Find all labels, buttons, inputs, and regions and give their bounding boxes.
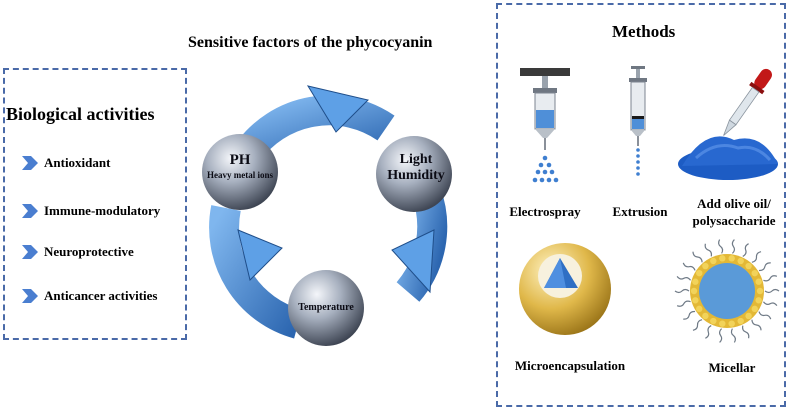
bio-item-label: Immune-modulatory bbox=[44, 203, 161, 218]
surfactant-head bbox=[710, 257, 717, 265]
surfactant-head bbox=[737, 317, 744, 325]
sphere-temperature bbox=[288, 270, 364, 346]
microencapsulation-label: Microencapsulation bbox=[514, 358, 626, 373]
extrusion-icon bbox=[629, 66, 647, 176]
dropper-powder-icon bbox=[678, 68, 778, 180]
surfactant-head bbox=[690, 287, 698, 295]
surfactant-head bbox=[755, 278, 762, 285]
chevron-right-icon bbox=[22, 204, 38, 218]
surfactant-head bbox=[702, 312, 709, 320]
surfactant-tail bbox=[758, 262, 771, 272]
surfactant-head bbox=[696, 269, 703, 277]
surfactant-tail bbox=[741, 325, 750, 339]
surfactant-tail bbox=[762, 301, 778, 307]
sphere-light-label: Light Humidity bbox=[378, 152, 454, 184]
surfactant-tail bbox=[676, 275, 692, 281]
surfactant-tail bbox=[764, 288, 780, 294]
microcapsule-icon bbox=[519, 243, 611, 335]
olive-oil-line1: Add olive oil/ bbox=[697, 196, 771, 211]
sphere-temperature-label: Temperature bbox=[286, 302, 366, 313]
micellar-label: Micellar bbox=[708, 360, 756, 375]
surfactant-head bbox=[751, 269, 758, 277]
surfactant-head bbox=[702, 262, 709, 270]
bio-item-antioxidant: Antioxidant bbox=[22, 153, 110, 173]
bio-item-neuroprotective: Neuroprotective bbox=[22, 242, 134, 262]
surfactant-head bbox=[719, 320, 726, 327]
surfactant-head bbox=[696, 305, 703, 313]
sphere-light bbox=[376, 136, 452, 212]
biological-activities-frame bbox=[3, 68, 187, 340]
surfactant-tail bbox=[676, 300, 691, 307]
humidity-text: Humidity bbox=[387, 168, 445, 183]
surfactant-tail bbox=[683, 310, 696, 320]
olive-oil-line2: polysaccharide bbox=[692, 213, 776, 228]
surfactant-head bbox=[756, 287, 764, 295]
surfactant-tail bbox=[731, 239, 736, 254]
sphere-ph bbox=[202, 134, 278, 210]
surfactant-tail bbox=[692, 251, 703, 263]
surfactant-tail bbox=[742, 243, 749, 257]
ph-text: PH bbox=[229, 152, 251, 168]
surfactant-tail bbox=[705, 325, 712, 339]
bio-item-immune-modulatory: Immune-modulatory bbox=[22, 201, 160, 221]
bio-item-label: Neuroprotective bbox=[44, 244, 134, 259]
surfactant-tail bbox=[674, 288, 690, 294]
surfactant-tail bbox=[751, 319, 762, 331]
surfactant-head bbox=[745, 312, 752, 320]
surfactant-head bbox=[751, 305, 758, 313]
surfactant-head bbox=[719, 255, 726, 262]
bio-item-label: Antioxidant bbox=[44, 155, 111, 170]
electrospray-label: Electrospray bbox=[509, 204, 581, 219]
surfactant-head bbox=[710, 317, 717, 325]
surfactant-tail bbox=[704, 243, 713, 257]
surfactant-head bbox=[728, 320, 735, 327]
center-title: Sensitive factors of the phycocyanin bbox=[188, 34, 433, 51]
surfactant-tail bbox=[763, 275, 778, 282]
surfactant-head bbox=[737, 257, 744, 265]
surfactant-tail bbox=[692, 319, 703, 331]
methods-frame bbox=[496, 3, 786, 407]
surfactant-tail bbox=[730, 328, 736, 343]
surfactant-tail bbox=[758, 311, 772, 320]
chevron-right-icon bbox=[22, 156, 38, 170]
surfactant-head bbox=[745, 262, 752, 270]
electrospray-icon bbox=[520, 68, 570, 183]
factor-cycle-diagram bbox=[202, 85, 452, 346]
biological-activities-title: Biological activities bbox=[6, 104, 155, 124]
dropper bbox=[723, 68, 772, 136]
heavy-metal-text: Heavy metal ions bbox=[207, 170, 273, 180]
light-text: Light bbox=[399, 152, 433, 167]
methods-title: Methods bbox=[612, 22, 676, 41]
surfactant-tail bbox=[718, 239, 724, 254]
sphere-ph-label: PH Heavy metal ions bbox=[200, 152, 280, 180]
micelle-icon bbox=[674, 239, 780, 343]
surfactant-tail bbox=[682, 262, 696, 271]
surfactant-head bbox=[692, 278, 699, 285]
bio-item-label: Anticancer activities bbox=[44, 288, 158, 303]
surfactant-tail bbox=[718, 328, 723, 343]
chevron-right-icon bbox=[22, 245, 38, 259]
chevron-right-icon bbox=[22, 289, 38, 303]
surfactant-tail bbox=[751, 251, 762, 263]
surfactant-head bbox=[728, 255, 735, 262]
surfactant-head bbox=[692, 297, 699, 304]
surfactant-head bbox=[755, 297, 762, 304]
temperature-text: Temperature bbox=[298, 302, 354, 313]
extrusion-label: Extrusion bbox=[612, 204, 668, 219]
olive-oil-label: Add olive oil/ polysaccharide bbox=[682, 195, 786, 229]
bio-item-anticancer: Anticancer activities bbox=[22, 286, 157, 306]
